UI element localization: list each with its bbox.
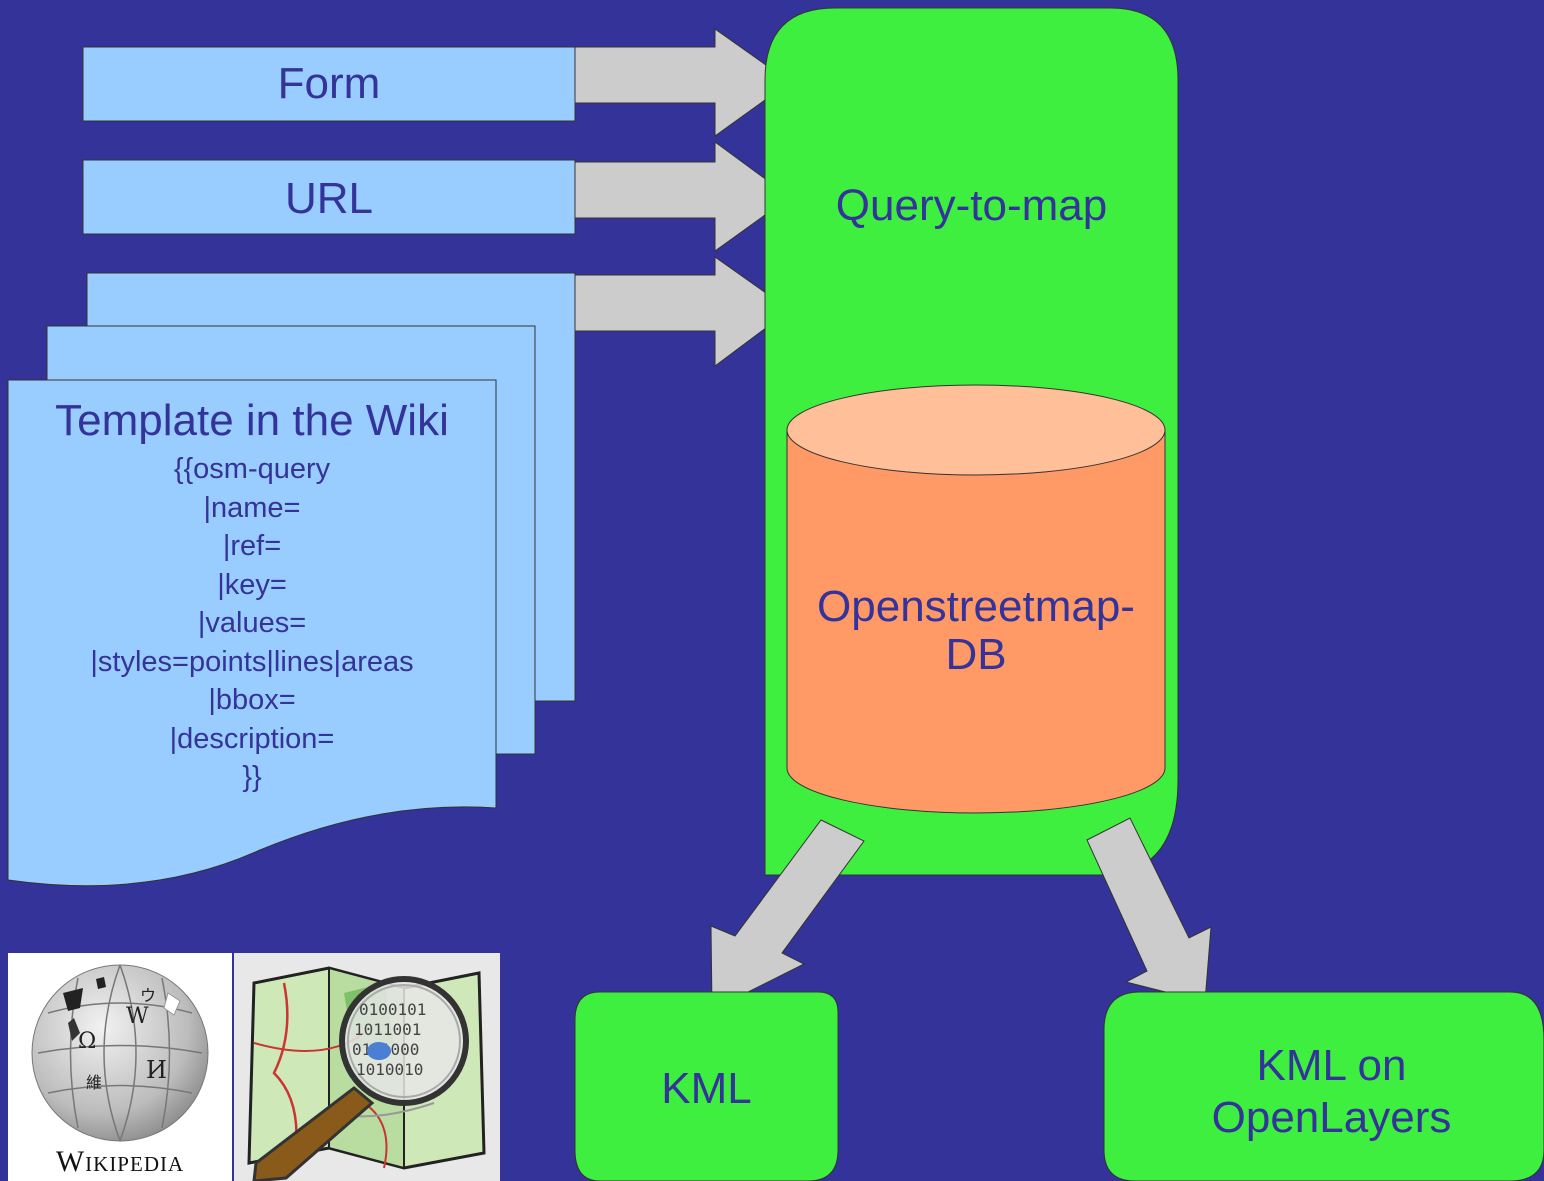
kml-box <box>574 991 839 1181</box>
svg-text:W: W <box>126 1004 149 1029</box>
template-line: |key= <box>217 568 287 601</box>
kml-openlayers-label: KML on OpenLayers <box>1104 1040 1544 1144</box>
template-code: {{osm-query |name= |ref= |key= |values= … <box>8 450 496 797</box>
database-label-line2: DB <box>945 630 1007 679</box>
template-line: {{osm-query <box>173 453 331 485</box>
openstreetmap-magnifier-icon: 0100101 1011001 0101000 1010010 <box>247 966 486 1181</box>
kml-openlayers-box <box>1103 991 1544 1181</box>
template-line: |styles=points|lines|areas <box>90 645 414 678</box>
database-cylinder-top <box>786 384 1166 476</box>
template-line: |name= <box>203 491 301 524</box>
arrow-template-to-processor <box>574 256 791 367</box>
svg-text:維: 維 <box>86 1073 102 1092</box>
svg-text:ウ: ウ <box>140 986 156 1005</box>
wikipedia-logo: Ω W И 維 ウ Wikipedia <box>8 953 232 1181</box>
arrow-form-to-processor <box>574 28 791 137</box>
template-title: Template in the Wiki <box>55 396 449 445</box>
database-label-line1: Openstreetmap- <box>817 582 1135 631</box>
processor-label: Query-to-map <box>835 181 1108 230</box>
kml-openlayers-line1: KML on <box>1256 1041 1407 1090</box>
openstreetmap-logo: 0100101 1011001 0101000 1010010 <box>234 953 500 1181</box>
template-line: }} <box>242 761 262 793</box>
svg-text:И: И <box>146 1056 167 1084</box>
database-cylinder-body <box>786 429 1166 814</box>
wikipedia-globe-icon: Ω W И 維 ウ <box>31 964 209 1142</box>
kml-openlayers-line2: OpenLayers <box>1211 1093 1452 1142</box>
kml-label: KML <box>661 1064 752 1113</box>
arrow-url-to-processor <box>574 141 791 252</box>
form-box <box>82 46 576 122</box>
svg-text:0100101: 0100101 <box>359 1000 426 1019</box>
url-label: URL <box>284 174 374 223</box>
database-label: Openstreetmap- DB <box>787 583 1165 679</box>
arrow-to-kml-openlayers <box>1086 817 1212 1003</box>
template-page-front <box>7 379 497 887</box>
svg-text:Ω: Ω <box>78 1029 96 1054</box>
wikipedia-wordmark: Wikipedia <box>55 1145 185 1178</box>
url-box <box>82 159 576 235</box>
svg-text:1011001: 1011001 <box>354 1020 421 1039</box>
template-line: |values= <box>197 607 307 639</box>
svg-text:1010010: 1010010 <box>356 1060 423 1079</box>
template-line: |description= <box>169 722 335 755</box>
form-label: Form <box>277 59 381 108</box>
arrow-to-kml <box>710 819 865 1011</box>
template-line: |bbox= <box>208 684 296 716</box>
template-line: |ref= <box>222 530 282 562</box>
